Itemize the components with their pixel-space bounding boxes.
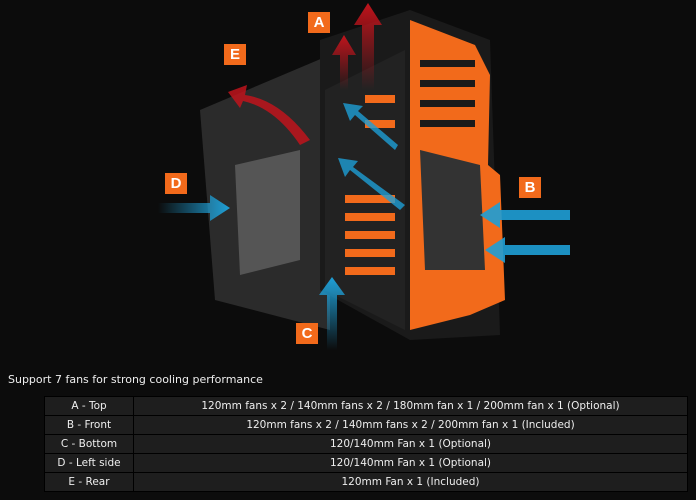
fan-position: B - Front xyxy=(44,415,134,435)
fan-spec: 120mm Fan x 1 (Included) xyxy=(133,472,688,492)
label-d: D xyxy=(165,173,187,194)
side-panel-vent xyxy=(235,150,300,275)
label-e: E xyxy=(224,44,246,65)
drive-bays xyxy=(345,95,395,275)
fan-position: C - Bottom xyxy=(44,434,134,454)
fan-spec: 120/140mm Fan x 1 (Optional) xyxy=(133,453,688,473)
label-b: B xyxy=(519,177,541,198)
case-airflow-illustration xyxy=(158,3,570,350)
fan-position: D - Left side xyxy=(44,453,134,473)
fan-position: A - Top xyxy=(44,396,134,416)
label-a: A xyxy=(308,12,330,33)
exhaust-arrows xyxy=(228,3,382,145)
fan-spec: 120mm fans x 2 / 140mm fans x 2 / 180mm … xyxy=(133,396,688,416)
caption: Support 7 fans for strong cooling perfor… xyxy=(8,373,263,386)
fan-position: E - Rear xyxy=(44,472,134,492)
fan-spec: 120mm fans x 2 / 140mm fans x 2 / 200mm … xyxy=(133,415,688,435)
intake-arrows xyxy=(158,103,570,350)
front-mesh xyxy=(420,150,485,270)
fan-spec: 120/140mm Fan x 1 (Optional) xyxy=(133,434,688,454)
label-c: C xyxy=(296,323,318,344)
